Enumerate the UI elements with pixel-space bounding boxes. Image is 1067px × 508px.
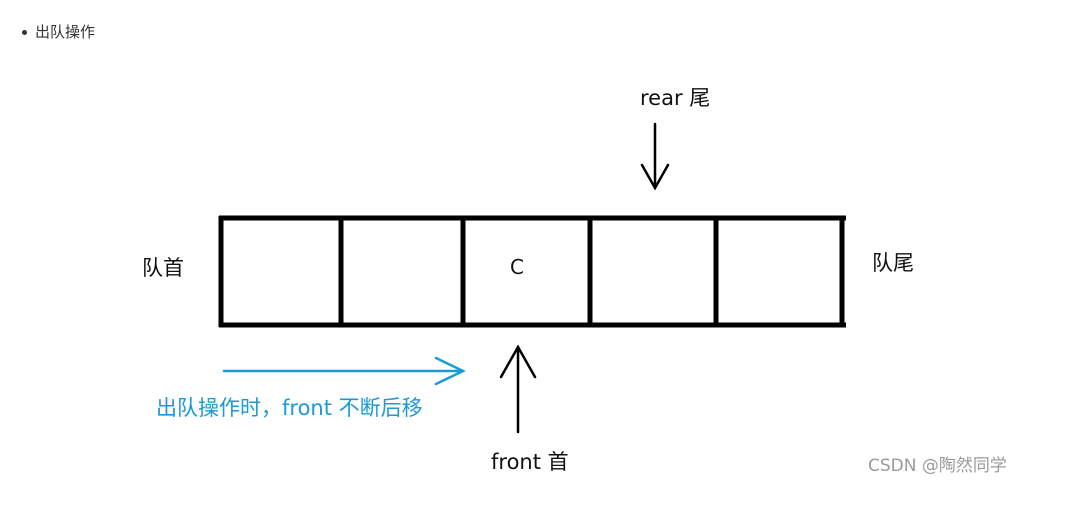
rear-arrow: [640, 122, 670, 191]
dequeue-note: 出队操作时，front 不断后移: [156, 396, 423, 420]
rear-pointer-label: rear 尾: [640, 86, 711, 110]
queue-head-label: 队首: [142, 256, 184, 280]
bullet-text: 出队操作: [35, 23, 96, 41]
bullet-dot: [22, 29, 27, 35]
bullet-item: 出队操作: [22, 22, 95, 42]
queue-box: [218, 215, 846, 328]
queue-tail-label: 队尾: [872, 251, 914, 275]
dequeue-direction-arrow: [222, 356, 466, 386]
front-pointer-label: front 首: [491, 450, 569, 474]
watermark: CSDN @陶然同学: [868, 456, 1007, 476]
front-arrow: [499, 344, 537, 434]
queue-cell-value: C: [510, 255, 524, 279]
